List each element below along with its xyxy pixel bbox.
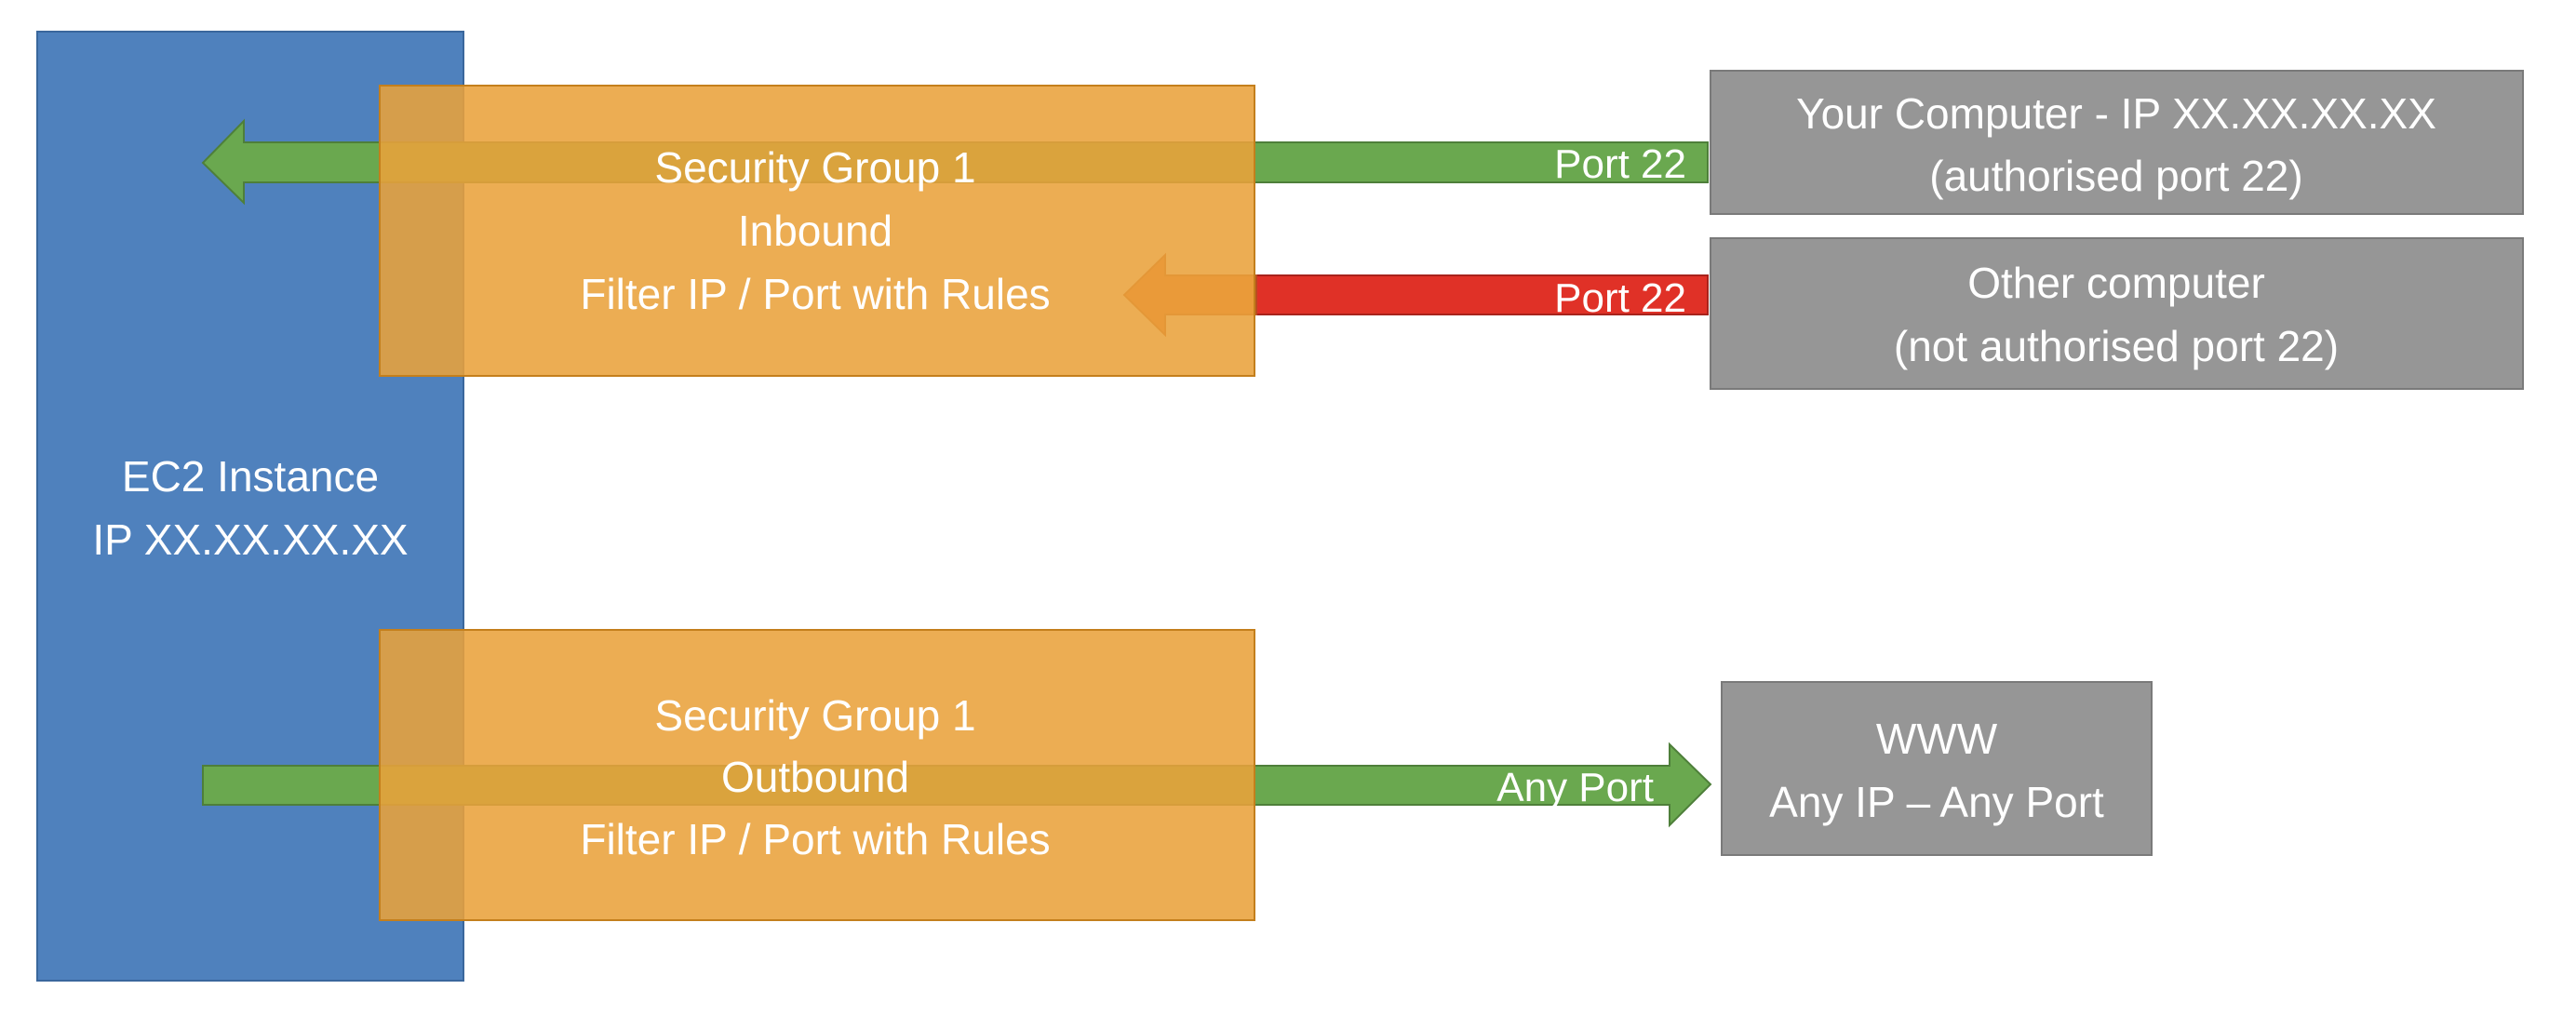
security-group-outbound-rules: Filter IP / Port with Rules bbox=[580, 815, 1050, 863]
inbound-blocked-port-label: Port 22 bbox=[1554, 275, 1686, 321]
security-group-inbound-direction: Inbound bbox=[738, 207, 892, 255]
www-box bbox=[1721, 681, 2153, 856]
security-group-outbound-box bbox=[379, 629, 1255, 921]
outbound-port-label: Any Port bbox=[1496, 765, 1654, 810]
other-computer-authorisation: (not authorised port 22) bbox=[1894, 322, 2339, 370]
security-group-outbound-direction: Outbound bbox=[721, 753, 909, 801]
other-computer: Other computer (not authorised port 22) bbox=[1710, 237, 2524, 390]
other-computer-label: Other computer bbox=[1967, 259, 2265, 307]
www-scope: Any IP – Any Port bbox=[1769, 778, 2104, 826]
ec2-instance-label: EC2 Instance bbox=[122, 452, 379, 501]
your-computer-authorisation: (authorised port 22) bbox=[1929, 152, 2302, 200]
security-group-inbound: Security Group 1 Inbound Filter IP / Por… bbox=[379, 85, 1255, 377]
security-group-outbound-title: Security Group 1 bbox=[654, 691, 975, 740]
your-computer-label: Your Computer - IP XX.XX.XX.XX bbox=[1796, 89, 2436, 138]
www: WWW Any IP – Any Port bbox=[1721, 681, 2153, 856]
ec2-instance-ip: IP XX.XX.XX.XX bbox=[92, 515, 408, 564]
inbound-allowed-port-label: Port 22 bbox=[1554, 141, 1686, 187]
your-computer-box bbox=[1710, 70, 2524, 215]
security-group-outbound: Security Group 1 Outbound Filter IP / Po… bbox=[379, 629, 1255, 921]
www-label: WWW bbox=[1876, 715, 1998, 763]
security-group-inbound-rules: Filter IP / Port with Rules bbox=[580, 270, 1050, 318]
your-computer: Your Computer - IP XX.XX.XX.XX (authoris… bbox=[1710, 70, 2524, 215]
other-computer-box bbox=[1710, 237, 2524, 390]
security-group-inbound-title: Security Group 1 bbox=[654, 143, 975, 192]
security-group-inbound-box bbox=[379, 85, 1255, 377]
